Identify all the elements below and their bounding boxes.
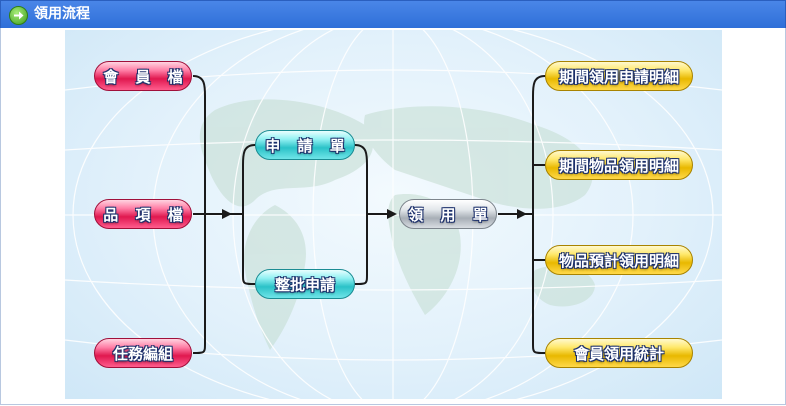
source-member-file[interactable]: 會 員 檔: [94, 61, 192, 91]
request-form[interactable]: 申 請 單: [255, 130, 355, 160]
report-period-item-detail[interactable]: 期間物品領用明細: [545, 150, 693, 180]
arrow-right-circle-icon: [9, 6, 28, 25]
report-member-statistics[interactable]: 會員領用統計: [545, 338, 693, 368]
source-task-group[interactable]: 任務編組: [94, 338, 192, 368]
page-title: 領用流程: [34, 6, 90, 22]
batch-request[interactable]: 整批申請: [255, 269, 355, 299]
report-forecast-detail[interactable]: 物品預計領用明細: [545, 245, 693, 275]
report-period-request-detail[interactable]: 期間領用申請明細: [545, 61, 693, 91]
source-item-file[interactable]: 品 項 檔: [94, 199, 192, 229]
requisition-form[interactable]: 領 用 單: [399, 199, 497, 229]
title-bar: 領用流程: [0, 0, 786, 29]
